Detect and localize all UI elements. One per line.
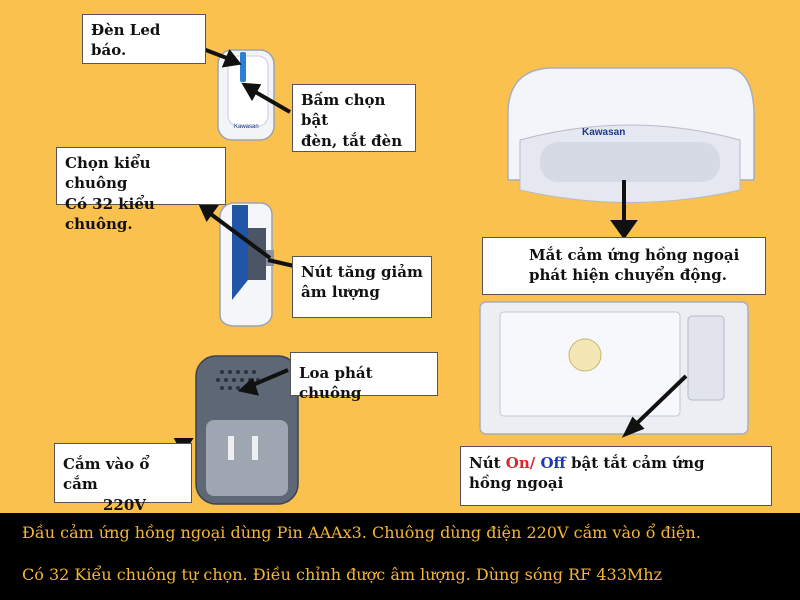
switch-off-text: Off xyxy=(535,454,566,472)
label-sensor-line1: Mắt cảm ứng hồng ngoại xyxy=(529,246,740,264)
label-switch-line2: hồng ngoại xyxy=(469,474,564,493)
label-sensor-line2: phát hiện chuyển động. xyxy=(529,266,727,285)
switch-prefix: Nút xyxy=(469,454,506,472)
footer-line1: Đầu cảm ứng hồng ngoại dùng Pin AAAx3. C… xyxy=(22,523,701,542)
label-led-text: Đèn Led báo. xyxy=(91,21,161,60)
label-volume-line1: Nút tăng giảm xyxy=(301,263,423,281)
label-speaker: Loa phát chuông xyxy=(290,352,438,402)
label-button-line1: Bấm chọn bật xyxy=(301,91,386,130)
on-off-switch-icon xyxy=(687,315,725,401)
receiver-back xyxy=(195,355,299,505)
label-led: Đèn Led báo. xyxy=(82,14,206,64)
product-diagram: Kawasan Kawasan xyxy=(54,14,772,514)
brand-mark: Kawasan xyxy=(582,127,625,138)
label-button-line2: đèn, tắt đèn xyxy=(301,131,403,150)
brand-mark: Kawasan xyxy=(234,124,259,130)
device-illustrations: Kawasan Kawasan xyxy=(144,42,755,505)
label-speaker-text: Loa phát chuông xyxy=(299,364,373,403)
label-switch: Nút On/ Off bật tắt cảm ứng hồng ngoại xyxy=(460,446,772,506)
footer-strip: Đầu cảm ứng hồng ngoại dùng Pin AAAx3. C… xyxy=(0,513,800,600)
footer-line2: Có 32 Kiểu chuông tự chọn. Điều chỉnh đư… xyxy=(22,565,663,584)
label-switch-line1: Nút On/ Off bật tắt cảm ứng xyxy=(469,453,763,473)
label-plug: Cắm vào ổ cắm 220V xyxy=(54,443,192,514)
plug-pin-icon xyxy=(252,436,258,460)
pir-sensor: Kawasan xyxy=(507,67,755,203)
label-volume-line2: âm lượng xyxy=(301,283,380,302)
label-plug-line2: 220V xyxy=(103,495,146,514)
battery-icon xyxy=(568,338,602,372)
led-indicator-icon xyxy=(240,52,246,82)
switch-suffix: bật tắt cảm ứng xyxy=(565,454,705,472)
label-chime-line2: Có 32 kiểu chuông. xyxy=(65,194,155,233)
receiver-side xyxy=(219,202,274,327)
label-plug-line1: Cắm vào ổ cắm xyxy=(63,455,150,494)
label-chime-line1: Chọn kiểu chuông xyxy=(65,154,151,193)
pir-back xyxy=(479,301,749,435)
label-sensor: Mắt cảm ứng hồng ngoại phát hiện chuyển … xyxy=(482,237,766,295)
plug-pin-icon xyxy=(228,436,234,460)
callout-arrows xyxy=(144,42,688,468)
label-button: Bấm chọn bật đèn, tắt đèn xyxy=(292,84,416,152)
switch-on-text: On/ xyxy=(505,454,536,472)
label-chime: Chọn kiểu chuông Có 32 kiểu chuông. xyxy=(56,147,226,233)
label-volume: Nút tăng giảm âm lượng xyxy=(292,256,432,318)
